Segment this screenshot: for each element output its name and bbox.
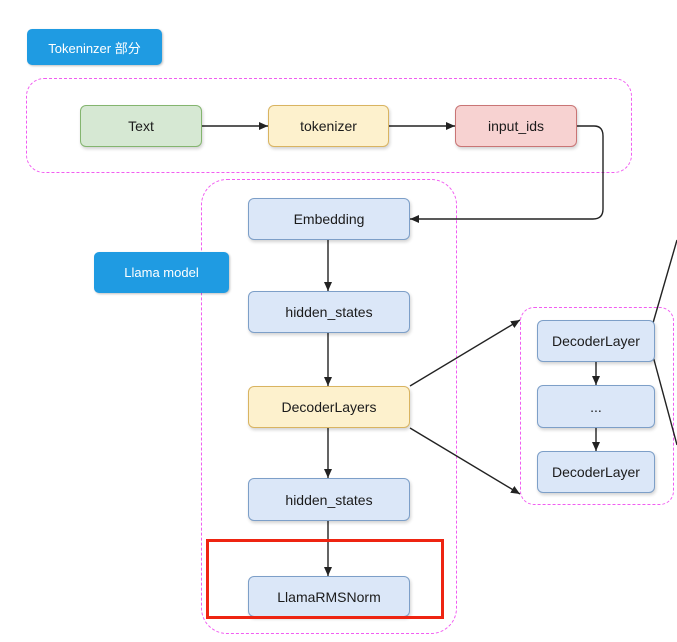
hidden-states-node-2: hidden_states — [248, 478, 410, 521]
model-group — [201, 179, 457, 634]
input-ids-node: input_ids — [455, 105, 577, 147]
edge-line-upper — [652, 239, 677, 324]
arrow-input-ids-to-embedding — [410, 125, 604, 223]
decoder-layer-ellipsis-node: ... — [537, 385, 655, 428]
arrow-decoder-layers-to-stack-top — [409, 319, 521, 387]
arrow-decoder-layers-to-stack-bottom — [409, 427, 521, 495]
embedding-node: Embedding — [248, 198, 410, 240]
decoder-layer-top-node: DecoderLayer — [537, 320, 655, 362]
tokenizer-section-label: Tokeninzer 部分 — [27, 29, 162, 65]
decoder-stack-group — [520, 307, 674, 505]
text-node: Text — [80, 105, 202, 147]
rms-norm-highlight-box — [206, 539, 444, 619]
decoder-layer-bottom-node: DecoderLayer — [537, 451, 655, 493]
tokenizer-group — [26, 78, 632, 173]
tokenizer-node: tokenizer — [268, 105, 389, 147]
hidden-states-node-1: hidden_states — [248, 291, 410, 333]
model-section-label: Llama model — [94, 252, 229, 293]
edge-line-lower — [652, 355, 677, 446]
decoder-layers-node: DecoderLayers — [248, 386, 410, 428]
